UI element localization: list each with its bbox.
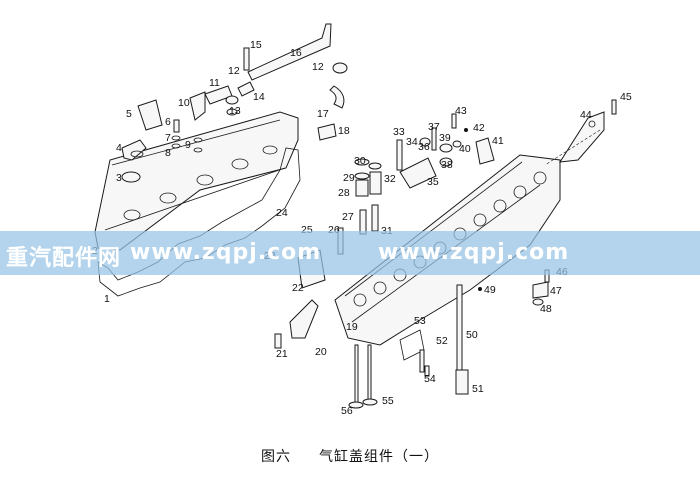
- label-21: 21: [276, 348, 288, 360]
- figure-caption: 图六 气缸盖组件（一）: [0, 446, 700, 466]
- figure-number: 图六: [261, 449, 291, 465]
- label-29: 29: [343, 172, 355, 184]
- valves: [348, 344, 378, 409]
- label-32: 32: [384, 173, 396, 185]
- label-48: 48: [540, 303, 552, 315]
- label-7: 7: [165, 132, 171, 144]
- label-56: 56: [341, 405, 353, 417]
- label-34: 34: [406, 136, 418, 148]
- label-20: 20: [315, 346, 327, 358]
- label-45: 45: [620, 91, 632, 103]
- lifting-bracket: [544, 99, 617, 166]
- label-25: 25: [301, 224, 313, 236]
- label-26: 26: [328, 224, 340, 236]
- label-17: 17: [317, 108, 329, 120]
- label-36: 36: [418, 141, 430, 153]
- label-42: 42: [473, 122, 485, 134]
- cover-bolts: [171, 119, 203, 153]
- figure-title: 气缸盖组件（一）: [319, 449, 439, 465]
- label-plate: [137, 99, 163, 131]
- label-30: 30: [354, 155, 366, 167]
- bolt-54: [424, 365, 430, 377]
- label-10: 10: [178, 97, 190, 109]
- bolt-21: [274, 333, 282, 349]
- label-47: 47: [550, 285, 562, 297]
- label-8: 8: [165, 147, 171, 159]
- label-18: 18: [338, 125, 350, 137]
- oil-filler-parts: [121, 139, 147, 183]
- label-3: 3: [116, 172, 122, 184]
- label-41: 41: [492, 135, 504, 147]
- label-43: 43: [455, 105, 467, 117]
- breather-parts: [189, 23, 348, 141]
- watermark-brand: 重汽配件网: [6, 246, 122, 271]
- label-27: 27: [342, 211, 354, 223]
- label-49: 49: [484, 284, 496, 296]
- injector-group: [455, 284, 469, 395]
- label-33: 33: [393, 126, 405, 138]
- label-6: 6: [165, 116, 171, 128]
- label-35: 35: [427, 176, 439, 188]
- label-4: 4: [116, 142, 122, 154]
- label-52: 52: [436, 335, 448, 347]
- label-15: 15: [250, 39, 262, 51]
- label-54: 54: [424, 373, 436, 385]
- label-50: 50: [466, 329, 478, 341]
- label-37: 37: [428, 121, 440, 133]
- label-55: 55: [382, 395, 394, 407]
- watermark-url: www.zqpj.com: [378, 240, 570, 265]
- watermark-url: www.zqpj.com: [130, 240, 322, 265]
- label-12: 12: [228, 65, 240, 77]
- label-40: 40: [459, 143, 471, 155]
- label-13: 13: [229, 105, 241, 117]
- label-12b: 12: [312, 61, 324, 73]
- part-number-labels: 1 2 3 4 5 6 7 8 9 10 11 12 12 13 14 15 1…: [92, 39, 632, 417]
- lifting-eye: [289, 299, 319, 339]
- label-24: 24: [276, 207, 288, 219]
- label-16: 16: [290, 47, 302, 59]
- label-44: 44: [580, 109, 592, 121]
- label-53: 53: [414, 315, 426, 327]
- label-11: 11: [209, 77, 220, 89]
- label-22: 22: [292, 282, 304, 294]
- label-1: 1: [104, 293, 110, 305]
- label-9: 9: [185, 139, 191, 151]
- stud-52: [419, 349, 425, 373]
- rocker-arm-group: [396, 113, 495, 189]
- label-28: 28: [338, 187, 350, 199]
- label-14: 14: [253, 91, 265, 103]
- label-19: 19: [346, 321, 358, 333]
- label-51: 51: [472, 383, 484, 395]
- watermark-band: [0, 231, 700, 275]
- label-5: 5: [126, 108, 132, 120]
- label-38: 38: [441, 159, 453, 171]
- label-39: 39: [439, 132, 451, 144]
